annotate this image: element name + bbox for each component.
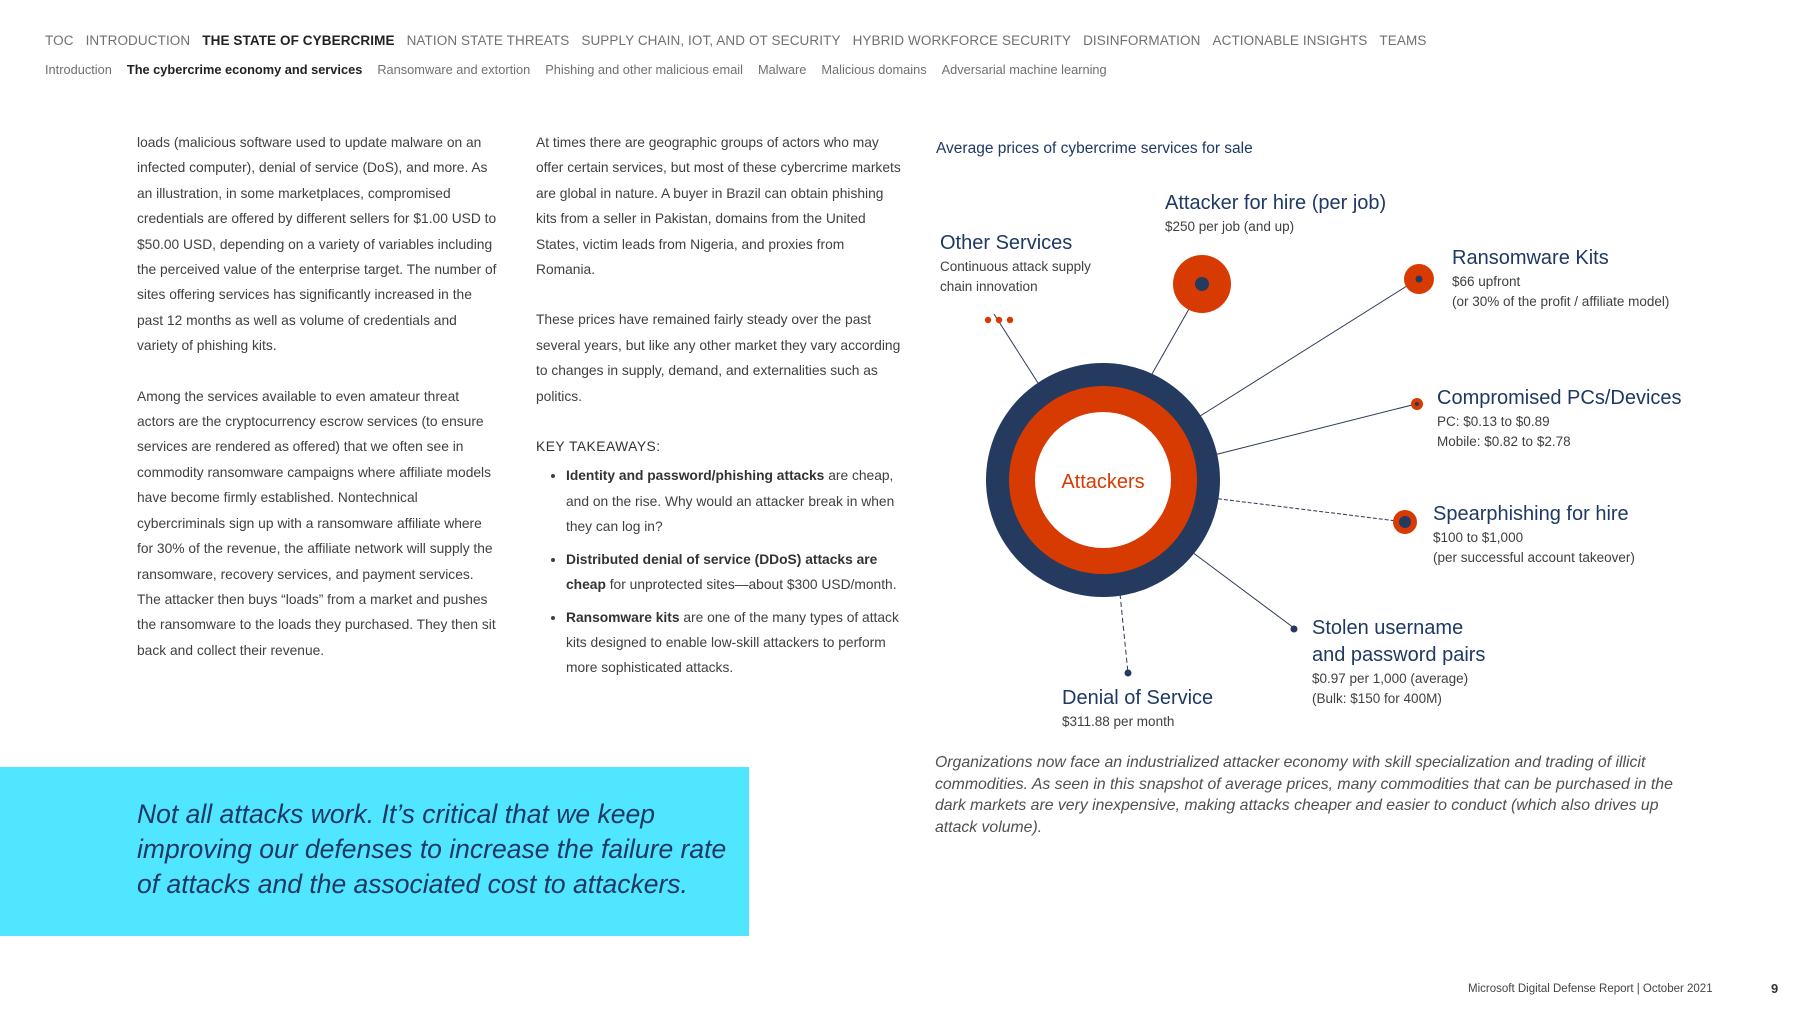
subnav-adversarial-ml[interactable]: Adversarial machine learning <box>941 62 1107 77</box>
nav-supply-chain[interactable]: SUPPLY CHAIN, IOT, AND OT SECURITY <box>581 33 841 48</box>
node-detail: (or 30% of the profit / affiliate model) <box>1452 294 1670 309</box>
node-marker-spearphishing <box>1393 510 1417 534</box>
nav-hybrid-workforce[interactable]: HYBRID WORKFORCE SECURITY <box>852 33 1072 48</box>
subnav-cybercrime-economy[interactable]: The cybercrime economy and services <box>126 62 363 77</box>
node-detail: (per successful account takeover) <box>1433 550 1635 565</box>
body-column-1: loads (malicious software used to update… <box>137 130 499 663</box>
subnav-malicious-domains[interactable]: Malicious domains <box>821 62 927 77</box>
list-item: Identity and password/phishing attacks a… <box>566 463 901 539</box>
node-title: Denial of Service <box>1062 687 1214 709</box>
node-attacker-for-hire: Attacker for hire (per job) $250 per job… <box>1165 190 1386 237</box>
nav-introduction[interactable]: INTRODUCTION <box>85 33 191 48</box>
node-stolen-credentials: Stolen username and password pairs $0.97… <box>1312 615 1485 709</box>
key-takeaways-list: Identity and password/phishing attacks a… <box>536 463 901 680</box>
paragraph: loads (malicious software used to update… <box>137 135 497 354</box>
takeaway-bold: Distributed denial of service (DDoS) att… <box>566 551 878 593</box>
node-detail: $66 upfront <box>1452 274 1521 289</box>
paragraph: Among the services available to even ama… <box>137 388 496 658</box>
node-detail: chain innovation <box>940 279 1038 294</box>
list-item: Ransomware kits are one of the many type… <box>566 605 901 681</box>
node-denial-of-service: Denial of Service $311.88 per month <box>1062 685 1213 732</box>
subnav-phishing[interactable]: Phishing and other malicious email <box>545 62 743 77</box>
nav-state-of-cybercrime[interactable]: THE STATE OF CYBERCRIME <box>202 33 395 48</box>
node-other-services: Other Services Continuous attack supply … <box>940 230 1091 297</box>
takeaway-bold: Ransomware kits <box>566 609 680 625</box>
body-column-2: At times there are geographic groups of … <box>536 130 901 688</box>
node-title: Stolen username <box>1312 617 1464 639</box>
takeaway-text: are cheap, and on the rise. Why would an… <box>566 468 895 535</box>
nav-nation-state-threats[interactable]: NATION STATE THREATS <box>406 33 570 48</box>
ellipsis-icon <box>984 316 1014 324</box>
node-title: Compromised PCs/Devices <box>1437 387 1682 409</box>
inner-circle <box>1035 412 1171 548</box>
connector-line <box>1119 593 1129 674</box>
pull-quote-box: Not all attacks work. It’s critical that… <box>0 767 749 936</box>
node-marker-attacker-for-hire <box>1173 255 1231 313</box>
node-marker-denial-of-service <box>1124 669 1132 677</box>
paragraph: These prices have remained fairly steady… <box>536 312 901 404</box>
node-detail: Continuous attack supply <box>940 259 1091 274</box>
takeaway-text: are one of the many types of attack kits… <box>566 609 899 676</box>
diagram-caption: Organizations now face an industrialized… <box>935 754 1673 836</box>
center-label: Attackers <box>1061 471 1144 493</box>
node-title: Spearphishing for hire <box>1433 503 1629 525</box>
list-item: Distributed denial of service (DDoS) att… <box>566 547 901 598</box>
node-detail: $250 per job (and up) <box>1165 219 1295 234</box>
nav-toc[interactable]: TOC <box>45 33 74 48</box>
page-number: 9 <box>1771 981 1779 996</box>
subnav-introduction[interactable]: Introduction <box>45 62 112 77</box>
node-detail: $311.88 per month <box>1062 714 1175 729</box>
node-detail: Mobile: $0.82 to $2.78 <box>1437 434 1571 449</box>
diagram-title: Average prices of cybercrime services fo… <box>936 140 1253 157</box>
connector-line <box>1213 403 1417 456</box>
key-takeaways-heading: KEY TAKEAWAYS: <box>536 439 661 455</box>
subnav-malware[interactable]: Malware <box>758 62 807 77</box>
nav-actionable-insights[interactable]: ACTIONABLE INSIGHTS <box>1212 33 1368 48</box>
nav-teams[interactable]: TEAMS <box>1379 33 1427 48</box>
nav-disinformation[interactable]: DISINFORMATION <box>1083 33 1201 48</box>
node-compromised-pcs: Compromised PCs/Devices PC: $0.13 to $0.… <box>1437 385 1682 452</box>
secondary-nav: Introduction The cybercrime economy and … <box>45 62 1107 77</box>
node-title: Attacker for hire (per job) <box>1165 192 1387 214</box>
node-ransomware-kits: Ransomware Kits $66 upfront (or 30% of t… <box>1452 245 1669 312</box>
pull-quote: Not all attacks work. It’s critical that… <box>137 799 727 899</box>
connector-line <box>993 313 1039 384</box>
node-detail: $0.97 per 1,000 (average) <box>1312 671 1469 686</box>
node-spearphishing: Spearphishing for hire $100 to $1,000 (p… <box>1433 501 1635 568</box>
node-marker-stolen-credentials <box>1290 625 1298 633</box>
node-detail: $100 to $1,000 <box>1433 530 1524 545</box>
node-detail: PC: $0.13 to $0.89 <box>1437 414 1550 429</box>
node-title: Ransomware Kits <box>1452 247 1609 269</box>
primary-nav: TOC INTRODUCTION THE STATE OF CYBERCRIME… <box>45 33 1426 48</box>
connector-line <box>1211 497 1406 523</box>
node-detail: (Bulk: $150 for 400M) <box>1312 691 1442 706</box>
subnav-ransomware[interactable]: Ransomware and extortion <box>377 62 531 77</box>
node-title: Other Services <box>940 232 1073 254</box>
takeaway-text: for unprotected sites—about $300 USD/mon… <box>605 577 897 593</box>
node-marker-compromised-pcs <box>1411 398 1423 410</box>
connector-line <box>1191 551 1295 629</box>
node-title: and password pairs <box>1312 644 1486 666</box>
connector-line <box>1196 278 1419 419</box>
takeaway-bold: Identity and password/phishing attacks <box>566 468 825 484</box>
paragraph: At times there are geographic groups of … <box>536 135 901 278</box>
footer-text: Microsoft Digital Defense Report | Octob… <box>1468 983 1713 995</box>
node-marker-ransomware-kits <box>1404 264 1434 294</box>
